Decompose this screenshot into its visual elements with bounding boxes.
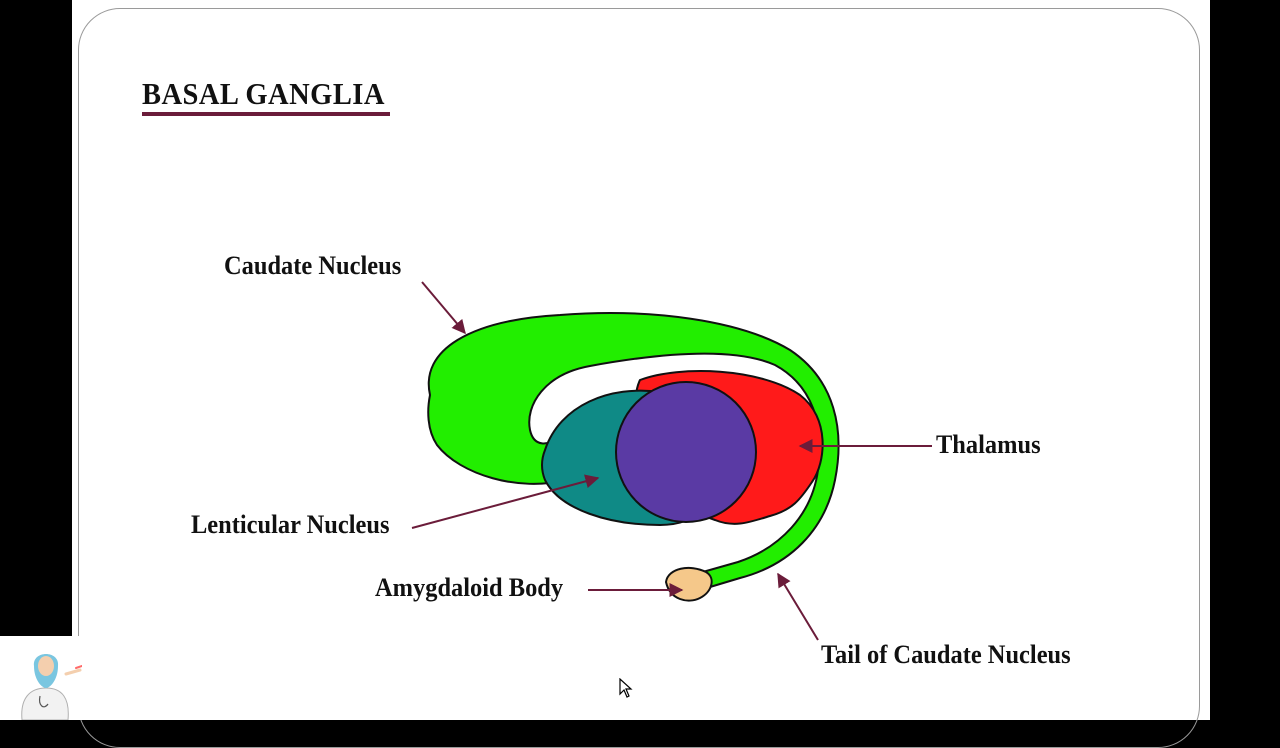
mouse-pointer-icon <box>619 678 633 698</box>
label-thalamus: Thalamus <box>936 430 1041 459</box>
slide-title: BASAL GANGLIA <box>142 76 385 111</box>
label-lenticular-nucleus: Lenticular Nucleus <box>191 510 390 539</box>
caudate-leader-line <box>421 281 466 335</box>
label-caudate-nucleus: Caudate Nucleus <box>224 251 402 280</box>
lenticular-inner-shape <box>615 381 757 523</box>
slide-background <box>72 0 1210 720</box>
label-amygdaloid-body: Amygdaloid Body <box>375 573 564 602</box>
doctor-avatar-icon <box>0 636 82 720</box>
tail-leader-line <box>777 572 819 641</box>
title-underline <box>142 112 390 116</box>
amygdaloid-body-shape <box>664 566 713 602</box>
label-tail-of-caudate-nucleus: Tail of Caudate Nucleus <box>821 640 1071 669</box>
basal-ganglia-diagram <box>411 281 932 641</box>
lenticular-leader-line <box>411 474 600 529</box>
